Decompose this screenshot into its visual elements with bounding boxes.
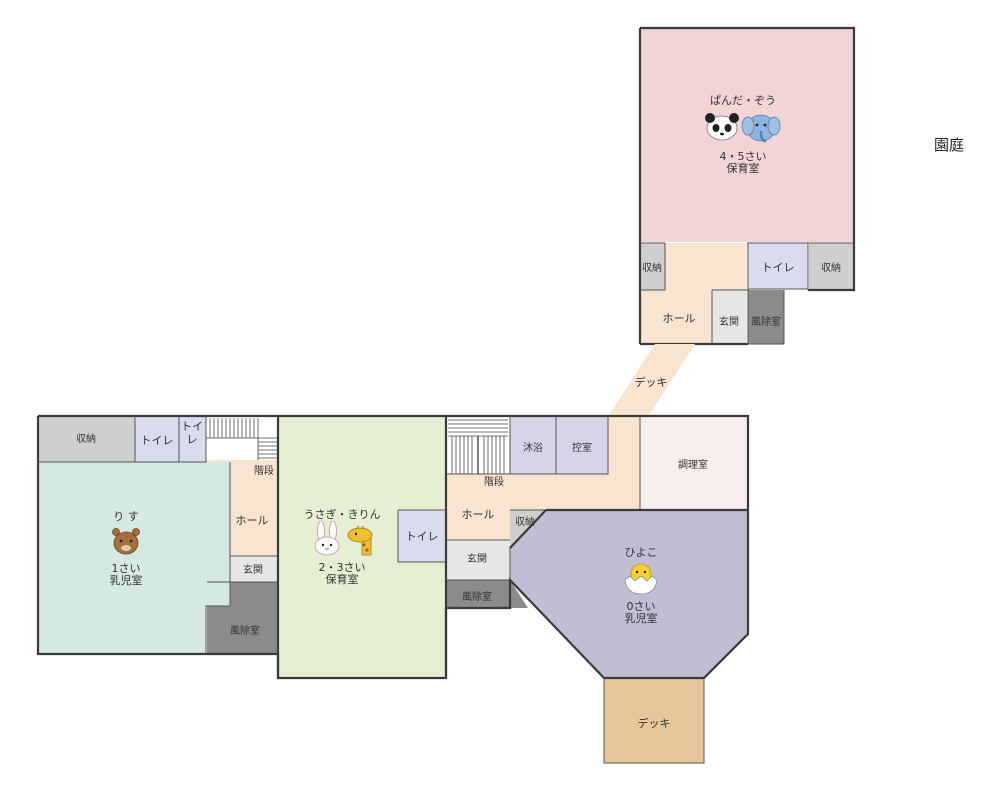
room-45-type: 保育室 xyxy=(727,161,760,175)
entrance-45 xyxy=(712,290,747,344)
hall-2-lower xyxy=(446,510,510,540)
windbreak-45-label: 風除室 xyxy=(751,315,781,328)
storage-45-right xyxy=(809,243,854,289)
toilet-a xyxy=(135,416,179,462)
windbreak-2-label: 風除室 xyxy=(462,590,492,603)
toilet-23-label: トイレ xyxy=(406,530,439,543)
room-45-name: ぱんだ・ぞう xyxy=(710,94,776,107)
windbreak-45 xyxy=(748,290,784,344)
giraffe-icon xyxy=(347,526,373,556)
storage-1 xyxy=(38,416,135,462)
toilet-b-label: トイレ xyxy=(181,420,203,446)
room-0-age: 0さい xyxy=(627,600,656,613)
hall-45-label: ホール xyxy=(663,312,696,325)
stairs-2-label: 階段 xyxy=(484,475,504,488)
kitchen xyxy=(640,416,748,510)
stairs-2-lines xyxy=(448,419,508,474)
waiting-label: 控室 xyxy=(572,441,592,454)
garden-label: 園庭 xyxy=(934,136,964,154)
toilet-b xyxy=(179,416,206,462)
storage-2-label: 収納 xyxy=(515,515,535,528)
room-45-age: 4・5さい xyxy=(720,150,767,163)
room-0-floor xyxy=(510,510,748,678)
toilet-45-label: トイレ xyxy=(762,261,795,274)
hall-1-label: ホール xyxy=(236,514,269,527)
storage-45-left-label: 収納 xyxy=(642,261,662,274)
storage-45-left xyxy=(640,243,665,290)
hall-45-lower xyxy=(640,290,712,344)
bath-label: 沐浴 xyxy=(523,441,543,454)
room-23-type: 保育室 xyxy=(326,572,359,586)
room-23-age: 2・3さい xyxy=(319,561,366,574)
hall-2-label: ホール xyxy=(462,508,495,521)
storage-1-label: 収納 xyxy=(76,432,96,445)
hall-45 xyxy=(665,243,747,290)
stairs-1-label: 階段 xyxy=(254,464,274,477)
deck-upper xyxy=(609,344,695,415)
rabbit-icon xyxy=(314,520,340,556)
deck-lower-label: デッキ xyxy=(638,716,671,730)
squirrel-icon xyxy=(112,528,140,555)
entrance-2-label: 玄関 xyxy=(467,552,487,565)
room-1-name: り す xyxy=(113,510,139,523)
entrance-2 xyxy=(446,540,510,580)
windbreak-2 xyxy=(446,580,528,608)
toilet-45 xyxy=(748,243,808,289)
main-building: 収納 トイレ トイレ 階段 ホール 玄関 風除室 り す 1さい 乳児室 うさぎ… xyxy=(36,414,750,764)
room-1-floor xyxy=(38,462,230,654)
chick-icon xyxy=(624,563,658,595)
panda-icon xyxy=(705,113,739,141)
building-45: ぱんだ・ぞう 4・5さい 保育室 収納 トイレ 収納 ホール 玄関 風除室 xyxy=(638,26,856,346)
toilet-a-label: トイレ xyxy=(141,434,174,447)
deck-upper-label: デッキ xyxy=(635,375,668,389)
kitchen-label: 調理室 xyxy=(678,458,708,471)
stairs-1-lines xyxy=(206,418,278,460)
deck-lower xyxy=(604,679,704,763)
room-1-type: 乳児室 xyxy=(110,573,143,587)
room-0-type: 乳児室 xyxy=(625,611,658,625)
entrance-45-label: 玄関 xyxy=(719,315,739,328)
entrance-1 xyxy=(230,556,278,582)
toilet-23 xyxy=(398,510,446,562)
waiting-room xyxy=(556,416,608,474)
entrance-1-label: 玄関 xyxy=(243,563,263,576)
room-1-age: 1さい xyxy=(112,562,141,575)
storage-45-right-label: 収納 xyxy=(821,261,841,274)
elephant-icon xyxy=(741,114,781,143)
room-0-name: ひよこ xyxy=(625,546,658,559)
windbreak-1-label: 風除室 xyxy=(230,624,260,637)
bath xyxy=(510,416,556,474)
room-23-name: うさぎ・きりん xyxy=(304,507,381,521)
